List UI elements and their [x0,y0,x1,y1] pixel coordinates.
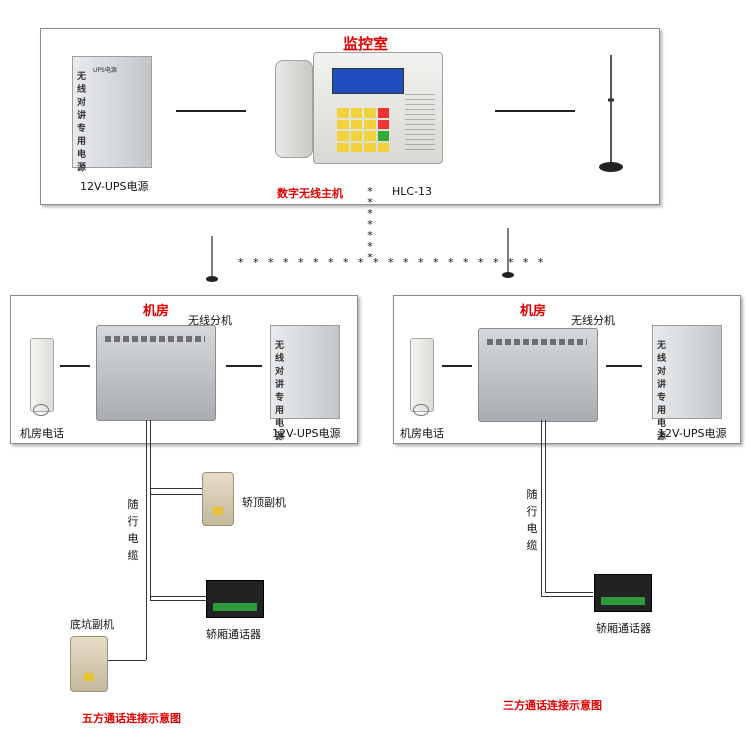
cable-to-pit [98,660,146,661]
key [377,142,389,152]
control-ups-label: 12V-UPS电源 [80,180,149,193]
cable-to-car-intercom [545,592,593,593]
host-lcd-screen [332,68,404,94]
machine-room-left-title: 机房 [143,304,170,319]
ups-brand: UPS电源 [93,67,117,74]
car-intercom-device [594,574,652,612]
machine-room-phone-label: 机房电话 [20,427,64,440]
control-room-title: 监控室 [343,35,389,53]
car-top-label: 轿顶副机 [242,496,286,509]
wireless-extension-label: 无线分机 [188,314,232,327]
ups-panel-text: 无线对讲专用电源 [657,341,667,442]
ups-panel-text: 无线对讲专用电源 [275,341,285,442]
car-top-device [202,472,234,526]
key [337,142,349,152]
cable-to-car-intercom [150,600,206,601]
unit-logo [487,339,587,345]
terminal-strip [601,597,645,605]
key [350,119,362,129]
key [350,142,362,152]
traveling-cable-label: 随行电缆 [127,498,139,562]
phone-cord [33,404,49,416]
machine-ups-box: 无线对讲专用电源 [652,325,722,442]
car-top-button [213,507,223,515]
key [364,119,376,129]
key [337,108,349,118]
key [377,131,389,141]
pit-button [84,673,94,681]
wireless-extension-unit [96,325,216,421]
car-intercom-label: 轿厢通话器 [206,628,261,641]
phone-to-unit-line [442,365,472,367]
key [350,131,362,141]
phone-cord [413,404,429,416]
pit-label: 底坑副机 [70,618,114,631]
machine-ups-label: 12V-UPS电源 [658,427,727,440]
traveling-cable [541,420,542,596]
ups-panel-text: 无线对讲专用电源 [77,72,87,173]
key [337,131,349,141]
machine-room-right-title: 机房 [520,304,547,319]
pit-device [70,636,108,692]
five-way-caption: 五方通话连接示意图 [82,712,181,725]
wireless-extension-unit [478,328,598,422]
traveling-cable [545,420,546,592]
car-intercom-device [206,580,264,618]
traveling-cable [146,420,147,660]
key [377,119,389,129]
handset [275,60,313,158]
host-label: 数字无线主机 [277,187,343,200]
traveling-cable [150,420,151,600]
key [337,119,349,129]
ups-to-host-line [176,110,246,112]
signal-path-horizontal: * * * * * * * * * * * * * * * * * * * * … [238,256,547,269]
host-keypad [337,108,389,152]
control-ups-box: 无线对讲专用电源 UPS电源 [72,56,152,173]
cable-to-car-intercom [541,596,593,597]
key [364,131,376,141]
machine-ups-label: 12V-UPS电源 [272,427,341,440]
phone-to-unit-line [60,365,90,367]
cable-to-car-top [150,488,202,489]
car-intercom-label: 轿厢通话器 [596,622,651,635]
terminal-strip [213,603,257,611]
key [377,108,389,118]
key [364,142,376,152]
three-way-caption: 三方通话连接示意图 [503,699,602,712]
machine-room-phone-label: 机房电话 [400,427,444,440]
unit-to-ups-line [226,365,262,367]
unit-logo [105,336,205,342]
antenna-icon [599,55,623,172]
unit-to-ups-line [606,365,642,367]
traveling-cable-label: 随行电缆 [526,488,538,552]
digital-host-device [275,52,443,164]
key [350,108,362,118]
host-model-label: HLC-13 [392,185,433,198]
antenna-icon [502,228,514,278]
antenna-icon [206,236,218,282]
host-instructions [405,94,435,152]
host-to-antenna-line [495,110,575,112]
cable-to-car-top [150,494,202,495]
machine-ups-box: 无线对讲专用电源 [270,325,340,442]
key [364,108,376,118]
cable-to-car-intercom [150,596,206,597]
machine-room-phone [30,338,54,412]
wireless-extension-label: 无线分机 [571,314,615,327]
signal-path-vertical: ******* [367,185,373,264]
machine-room-phone [410,338,434,412]
